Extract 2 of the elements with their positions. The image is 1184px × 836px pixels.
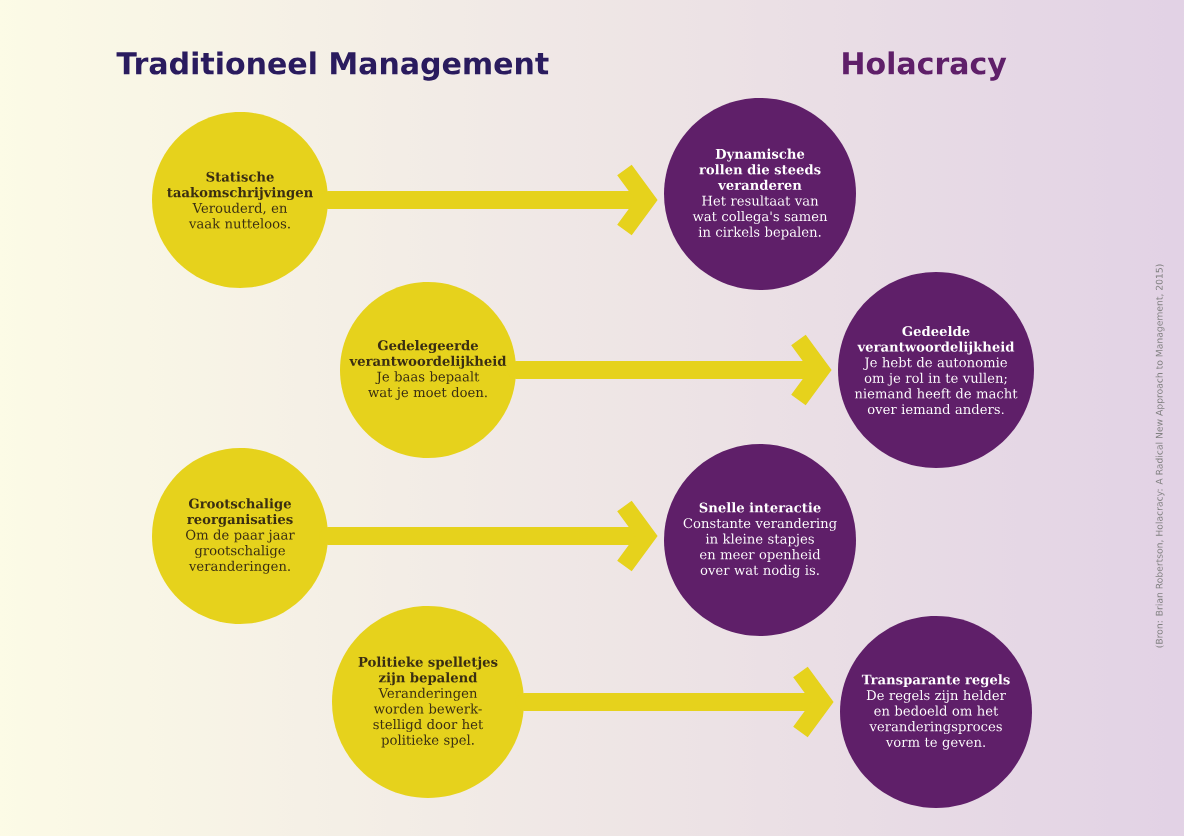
column-heading: Holacracy: [843, 51, 1007, 81]
column-heading: Traditioneel Management: [116, 51, 549, 81]
